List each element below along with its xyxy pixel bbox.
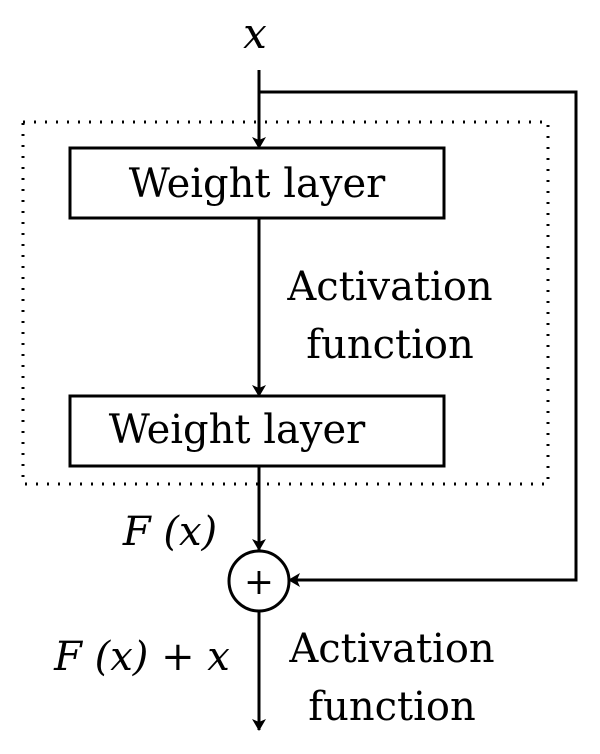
activation-label-2-line-1: Activation — [288, 626, 494, 672]
fx-label: F (x) — [122, 509, 217, 555]
weight-layer-box-1 — [68, 146, 446, 220]
sum-symbol: + — [244, 562, 274, 603]
activation-label-1-line-1: Activation — [286, 264, 492, 310]
residual-block-boundary — [21, 120, 550, 486]
skip-connection-arrow — [259, 90, 578, 587]
weight-layer-label-2: Weight layer — [109, 407, 366, 453]
weight-layer-label-1: Weight layer — [129, 161, 386, 207]
weight-layer-box-2 — [68, 394, 446, 468]
activation-label-2-line-2: function — [308, 684, 475, 730]
activation-label-1-line-2: function — [306, 322, 473, 368]
output-label: F (x) + x — [53, 634, 230, 680]
input-label: x — [243, 9, 267, 58]
